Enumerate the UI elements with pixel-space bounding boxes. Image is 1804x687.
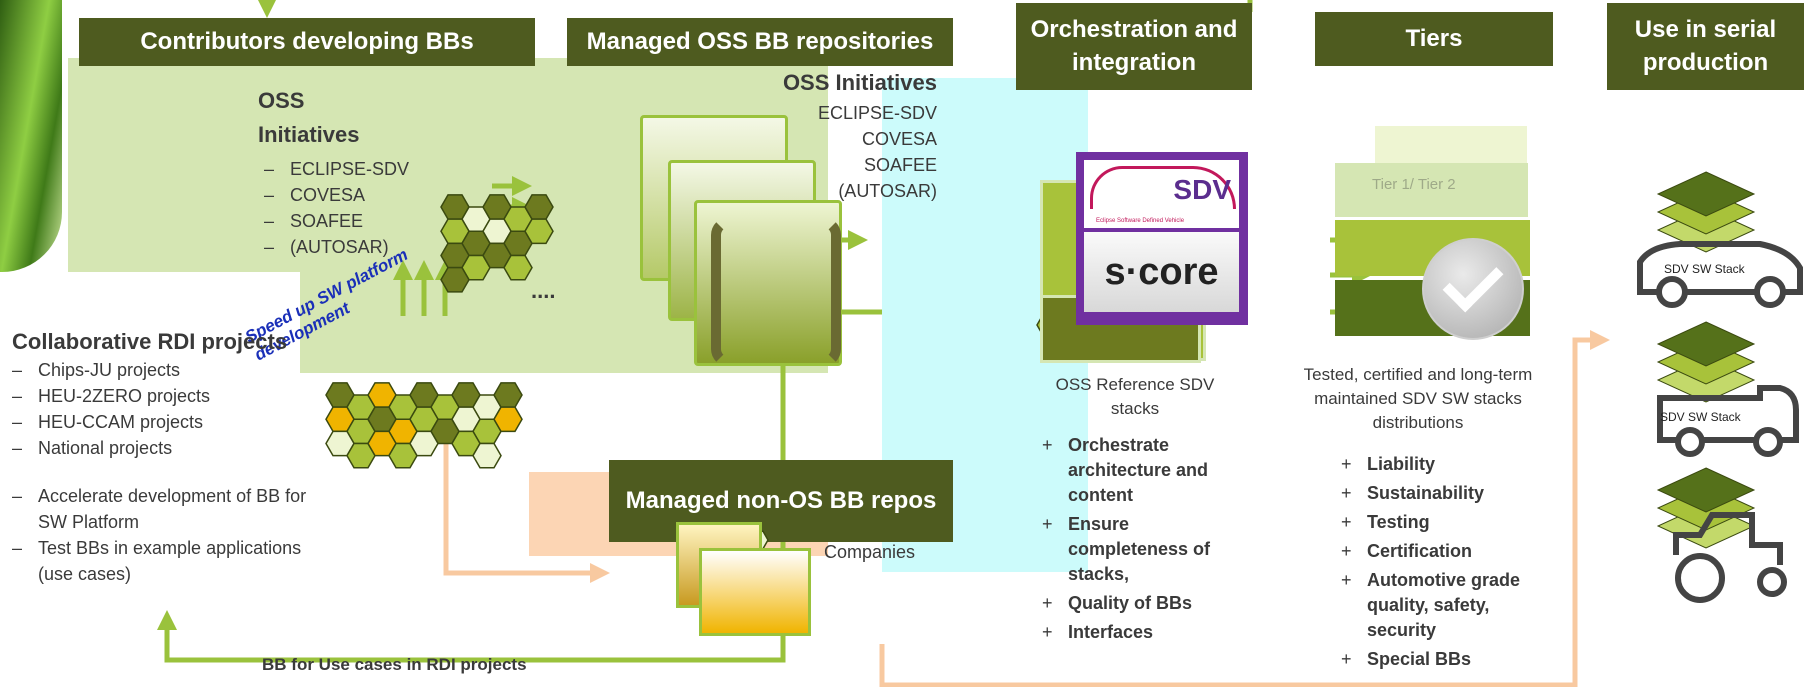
orchestration-item: Ensure completeness of stacks, (1040, 512, 1230, 587)
header-non-os: Managed non-OS BB repos (609, 460, 953, 542)
oss-left-item: (AUTOSAR) (264, 234, 458, 260)
oss-right-item: (AUTOSAR) (838, 181, 937, 201)
certified-check-icon (1422, 238, 1524, 340)
header-serial: Use in serial production (1607, 3, 1804, 90)
sdv-logo: SDV Eclipse Software Defined Vehicle (1084, 160, 1239, 228)
rdi-goal: Test BBs in example applications (use ca… (12, 535, 322, 587)
oss-right-item: ECLIPSE-SDV (817, 103, 937, 123)
rdi-item: HEU-2ZERO projects (12, 383, 322, 409)
rdi-item: HEU-CCAM projects (12, 409, 322, 435)
header-managed-oss: Managed OSS BB repositories (567, 18, 953, 66)
rdi-section: Collaborative RDI projects Chips-JU proj… (12, 327, 322, 587)
rdi-item: National projects (12, 435, 322, 461)
ellipsis: .... (531, 278, 556, 303)
decorative-leaf (0, 0, 62, 272)
rdi-title: Collaborative RDI projects (12, 329, 288, 354)
header-orchestration: Orchestration and integration (1016, 3, 1252, 90)
tiers-item: Liability (1339, 452, 1529, 477)
orchestration-item: Orchestrate architecture and content (1040, 433, 1230, 508)
oss-left-item: ECLIPSE-SDV (264, 156, 458, 182)
oss-right-title: OSS Initiatives (782, 70, 937, 95)
tiers-item: Sustainability (1339, 481, 1529, 506)
repo-icon (694, 200, 842, 367)
tiers-hidden-label: Tier 1/ Tier 2 (1372, 176, 1456, 193)
oss-initiatives-right: OSS Initiatives ECLIPSE-SDV COVESA SOAFE… (780, 66, 937, 204)
tiers-caption: Tested, certified and long-term maintain… (1303, 365, 1533, 432)
orchestration-caption: OSS Reference SDV stacks (1055, 375, 1215, 418)
tiers-item: Automotive grade quality, safety, securi… (1339, 568, 1529, 643)
tiers-item: Testing (1339, 510, 1529, 535)
header-tiers: Tiers (1315, 12, 1553, 66)
oss-left-item: COVESA (264, 182, 458, 208)
tiers-list: Liability Sustainability Testing Certifi… (1339, 452, 1529, 676)
oss-left-title: OSS Initiatives (258, 88, 360, 147)
oss-right-item: SOAFEE (863, 155, 937, 175)
score-logo-text: s·core (1104, 250, 1219, 293)
bb-use-cases-label: BB for Use cases in RDI projects (262, 655, 527, 674)
orchestration-item: Quality of BBs (1040, 591, 1230, 616)
check-mark (1442, 251, 1504, 313)
sdv-logo-text: SDV (1173, 174, 1231, 205)
rdi-item: Chips-JU projects (12, 357, 322, 383)
rdi-goal: Accelerate development of BB for SW Plat… (12, 483, 322, 535)
companies-label: Companies (824, 542, 916, 562)
orchestration-list: Orchestrate architecture and content Ens… (1040, 433, 1230, 649)
score-logo: s·core (1084, 232, 1239, 312)
tiers-item: Certification (1339, 539, 1529, 564)
vehicle-label: SDV SW Stack (1660, 410, 1741, 424)
oss-left-item: SOAFEE (264, 208, 458, 234)
oss-right-item: COVESA (861, 129, 937, 149)
orchestration-item: Interfaces (1040, 620, 1230, 645)
header-contributors: Contributors developing BBs (79, 18, 535, 66)
tier-stack (1335, 163, 1528, 217)
logo-frame: SDV Eclipse Software Defined Vehicle s·c… (1076, 152, 1248, 325)
repo-icon-small (699, 548, 811, 636)
tiers-item: Special BBs (1339, 647, 1529, 672)
sdv-logo-subtitle: Eclipse Software Defined Vehicle (1096, 218, 1185, 224)
vehicle-label: SDV SW Stack (1664, 262, 1745, 276)
bracket-icon (711, 217, 841, 367)
oss-initiatives-left: OSS Initiatives ECLIPSE-SDV COVESA SOAFE… (258, 84, 458, 260)
